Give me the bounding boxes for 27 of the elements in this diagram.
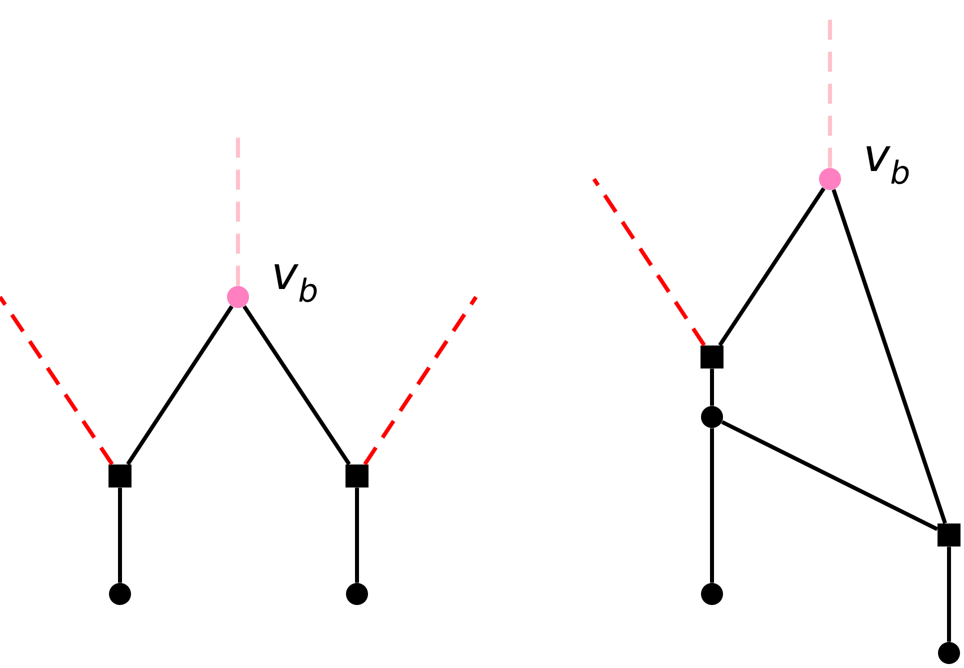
vertex-dot — [701, 583, 723, 605]
edge-line — [721, 420, 938, 531]
square-vertex — [938, 524, 960, 546]
dashed-line — [363, 296, 478, 466]
vertex-dot — [701, 406, 723, 428]
square-vertex — [346, 464, 368, 488]
dashed-line — [0, 296, 114, 466]
edge-line — [710, 428, 714, 583]
edge-line — [832, 189, 947, 524]
square-vertex — [108, 464, 132, 488]
edge-line — [947, 546, 951, 642]
edge-line — [118, 488, 122, 583]
edge-line — [718, 187, 826, 346]
vertex-dot — [346, 583, 368, 605]
vertex-dot — [938, 642, 960, 664]
edge-line — [126, 305, 234, 466]
edge-line — [242, 305, 351, 466]
vertex-label: v$_{b}$ — [274, 264, 317, 302]
vertex-dot — [819, 168, 841, 190]
square-vertex — [700, 346, 724, 368]
dashed-line — [592, 178, 706, 346]
edge-line — [355, 488, 359, 583]
vertex-label: v$_{b}$ — [866, 146, 909, 184]
dashed-line — [236, 135, 240, 286]
vertex-dot — [109, 583, 131, 605]
vertex-dot — [227, 286, 249, 308]
edge-line — [710, 368, 714, 406]
